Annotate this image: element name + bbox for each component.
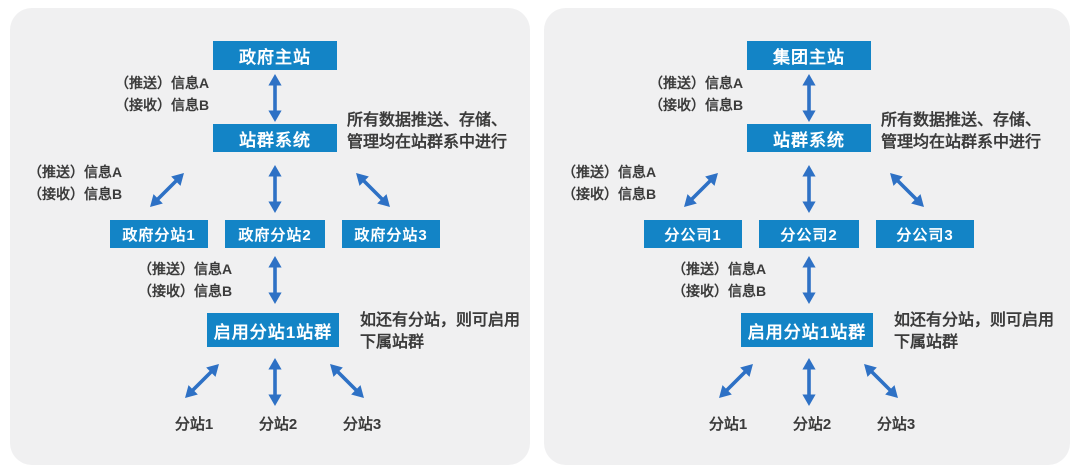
hub-note-line1: 所有数据推送、存储、 [881,112,1042,129]
double-arrow-diagonal-left-icon [144,167,189,212]
node-main-site: 集团主站 [747,41,871,70]
node-enable-subgroup: 启用分站1站群 [741,313,873,347]
double-arrow-vertical-icon [267,256,283,304]
leaf-label-2: 分站2 [792,416,832,433]
double-arrow-vertical-icon [267,358,283,406]
leaf-label-3: 分站3 [342,416,382,433]
push-info-line: （推送）信息A [672,261,767,277]
push-receive-annotation-middle: （推送）信息A （接收）信息B [28,161,122,205]
double-arrow-diagonal-left-icon [179,358,224,403]
receive-info-line: （接收）信息B [28,186,123,202]
hub-note-line1: 所有数据推送、存储、 [347,112,508,129]
receive-info-line: （接收）信息B [115,97,210,113]
double-arrow-vertical-icon [801,165,817,213]
node-branch-1: 分公司1 [644,220,742,248]
double-arrow-vertical-icon [801,256,817,304]
push-receive-annotation-middle: （推送）信息A （接收）信息B [562,161,656,205]
enable-note-line2: 下属站群 [360,334,425,351]
hub-note-line2: 管理均在站群系中进行 [347,134,508,151]
node-branch-1: 政府分站1 [110,220,208,248]
node-branch-3: 分公司3 [876,220,974,248]
leaf-label-3: 分站3 [876,416,916,433]
push-info-line: （推送）信息A [649,75,744,91]
node-sitegroup-system: 站群系统 [213,124,337,152]
push-receive-annotation-top: （推送）信息A （接收）信息B [115,72,209,116]
government-sitegroup-panel: 政府主站 （推送）信息A （接收）信息B 站群系统 所有数据推送、存储、 管理均… [10,8,530,465]
enable-note: 如还有分站，则可启用 下属站群 [894,310,1054,354]
hub-note-line2: 管理均在站群系中进行 [881,134,1042,151]
double-arrow-diagonal-right-icon [884,167,929,212]
node-branch-2: 分公司2 [759,220,859,248]
leaf-label-1: 分站1 [174,416,214,433]
enable-note: 如还有分站，则可启用 下属站群 [360,310,520,354]
double-arrow-diagonal-left-icon [713,358,758,403]
node-main-site: 政府主站 [213,41,337,70]
double-arrow-vertical-icon [801,358,817,406]
push-info-line: （推送）信息A [138,261,233,277]
enable-note-line2: 下属站群 [894,334,959,351]
push-receive-annotation-bottom: （推送）信息A （接收）信息B [138,258,232,302]
push-info-line: （推送）信息A [562,164,657,180]
push-info-line: （推送）信息A [115,75,210,91]
group-sitegroup-panel: 集团主站 （推送）信息A （接收）信息B 站群系统 所有数据推送、存储、 管理均… [544,8,1070,465]
receive-info-line: （接收）信息B [649,97,744,113]
leaf-label-2: 分站2 [258,416,298,433]
double-arrow-diagonal-right-icon [324,358,369,403]
receive-info-line: （接收）信息B [138,283,233,299]
node-branch-2: 政府分站2 [225,220,325,248]
push-receive-annotation-top: （推送）信息A （接收）信息B [649,72,743,116]
hub-note: 所有数据推送、存储、 管理均在站群系中进行 [347,110,507,154]
double-arrow-vertical-icon [801,74,817,122]
node-branch-3: 政府分站3 [342,220,440,248]
node-enable-subgroup: 启用分站1站群 [207,313,339,347]
receive-info-line: （接收）信息B [562,186,657,202]
double-arrow-diagonal-right-icon [350,167,395,212]
double-arrow-diagonal-left-icon [678,167,723,212]
leaf-label-1: 分站1 [708,416,748,433]
node-sitegroup-system: 站群系统 [747,124,871,152]
double-arrow-diagonal-right-icon [858,358,903,403]
push-receive-annotation-bottom: （推送）信息A （接收）信息B [672,258,766,302]
receive-info-line: （接收）信息B [672,283,767,299]
double-arrow-vertical-icon [267,74,283,122]
enable-note-line1: 如还有分站，则可启用 [360,312,521,329]
double-arrow-vertical-icon [267,165,283,213]
push-info-line: （推送）信息A [28,164,123,180]
hub-note: 所有数据推送、存储、 管理均在站群系中进行 [881,110,1041,154]
enable-note-line1: 如还有分站，则可启用 [894,312,1055,329]
